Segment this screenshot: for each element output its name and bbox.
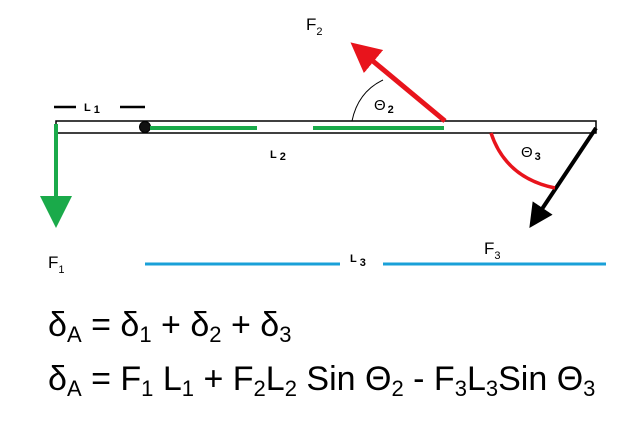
label-f3: F3 bbox=[484, 239, 501, 262]
pin-joint bbox=[139, 121, 151, 133]
equation-1: δA = δ1 + δ2 + δ3 bbox=[48, 306, 292, 347]
label-f1: F1 bbox=[48, 253, 65, 276]
theta2-arc bbox=[351, 79, 384, 122]
force-f2-arrow bbox=[350, 42, 447, 123]
label-f2: F2 bbox=[306, 15, 323, 38]
theta3-arc bbox=[489, 132, 556, 190]
force-f3-arrow bbox=[529, 126, 598, 228]
equation-2: δA = F1 L1 + F2L2 Sin Θ2 - F3L3Sin Θ3 bbox=[48, 360, 596, 401]
